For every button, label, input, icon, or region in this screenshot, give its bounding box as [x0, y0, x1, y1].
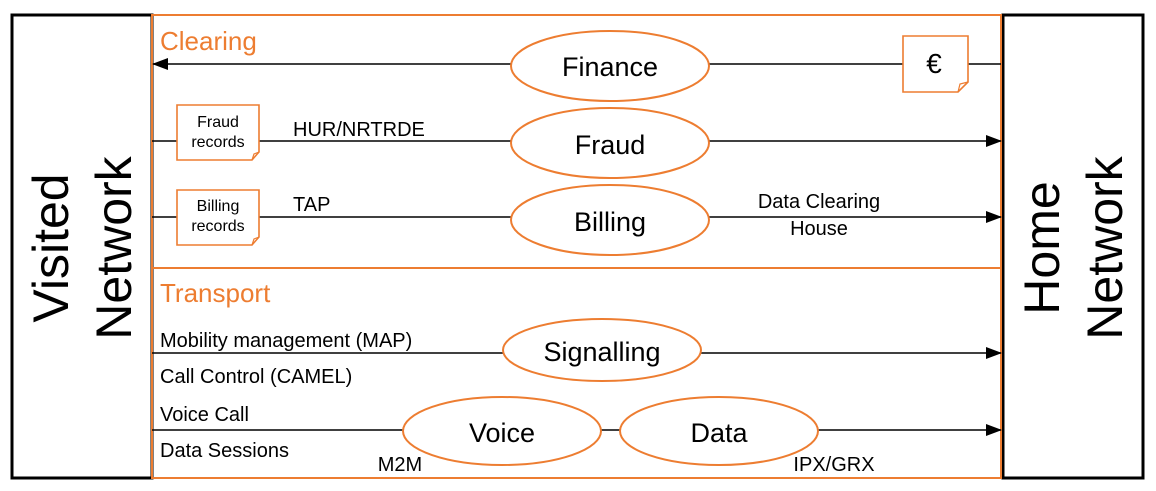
voice-call-label: Voice Call: [160, 404, 249, 426]
voice-ellipse: [402, 396, 602, 466]
tap-label: TAP: [293, 194, 330, 216]
transport-section: [151, 267, 1002, 479]
fraud-records-label-line2: records: [191, 134, 244, 151]
data-clearing-house-label-line2: House: [790, 218, 848, 240]
finance-ellipse: [510, 30, 710, 102]
signalling-ellipse: [502, 318, 702, 382]
voice-label: Voice: [469, 418, 535, 448]
fraud-records-note-fold: [251, 151, 260, 161]
clearing-title: Clearing: [160, 26, 257, 56]
billing-records-note-fold: [251, 236, 260, 246]
data-clearing-house-label-line1: Data Clearing: [758, 191, 880, 213]
billing-ellipse: [510, 184, 710, 256]
fraud-ellipse: [510, 107, 710, 179]
m2m-label: M2M: [378, 454, 422, 476]
mobility-management-label: Mobility management (MAP): [160, 330, 412, 352]
home-network-label-line1: Home: [1014, 181, 1070, 314]
home-network-label-line2: Network: [1077, 155, 1133, 339]
hur-nrtrde-label: HUR/NRTRDE: [293, 119, 425, 141]
visited-network-box: [10, 13, 154, 480]
data-label: Data: [690, 418, 748, 448]
data-ellipse: [619, 396, 819, 466]
billing-records-label-line1: Billing: [197, 198, 240, 215]
euro-note: [902, 35, 969, 93]
fraud-records-note: [176, 104, 260, 161]
fraud-records-label-line1: Fraud: [197, 114, 239, 131]
euro-symbol: €: [926, 48, 942, 79]
fraud-label: Fraud: [575, 130, 646, 160]
ipx-grx-label: IPX/GRX: [793, 454, 874, 476]
signalling-label: Signalling: [543, 337, 660, 367]
visited-network-label-line1: Visited: [23, 173, 79, 322]
visited-network-label-line2: Network: [86, 155, 142, 339]
transport-title: Transport: [160, 278, 271, 308]
billing-records-label-line2: records: [191, 218, 244, 235]
billing-records-note: [176, 189, 260, 246]
home-network-box: [1001, 13, 1145, 480]
euro-note-fold: [957, 81, 969, 93]
data-sessions-label: Data Sessions: [160, 440, 289, 462]
billing-label: Billing: [574, 207, 646, 237]
call-control-label: Call Control (CAMEL): [160, 366, 352, 388]
finance-label: Finance: [562, 52, 658, 82]
